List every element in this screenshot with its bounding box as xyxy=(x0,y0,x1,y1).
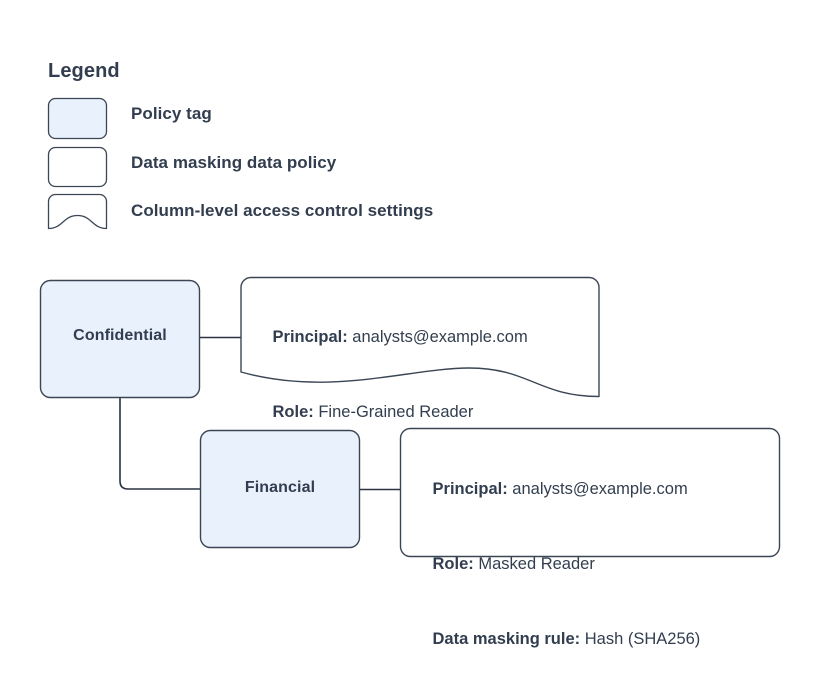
callout-row-value: analysts@example.com xyxy=(347,328,528,346)
shape-layer xyxy=(39,97,781,558)
legend-swatch-column-access-settings xyxy=(47,193,108,230)
callout-row-key: Role: xyxy=(272,403,314,421)
callout-confidential-body: Principal: analysts@example.com Role: Fi… xyxy=(245,300,595,450)
callout-confidential-shape xyxy=(240,276,600,398)
callout-row: Role: Fine-Grained Reader xyxy=(245,375,595,450)
legend-swatch-policy-tag xyxy=(47,97,108,140)
callout-row-key: Principal: xyxy=(272,328,348,346)
callout-row-key: Role: xyxy=(432,555,474,573)
connector-confidential-to-financial xyxy=(119,398,200,490)
node-label-confidential: Confidential xyxy=(73,327,167,344)
callout-row-value: Hash (SHA256) xyxy=(580,630,701,648)
callout-row-key: Principal: xyxy=(432,480,508,498)
callout-row-value: analysts@example.com xyxy=(507,480,688,498)
callout-row-value: Fine-Grained Reader xyxy=(313,403,474,421)
node-confidential[interactable] xyxy=(39,279,201,399)
legend-swatch-data-masking-policy xyxy=(47,146,108,188)
callout-row: Principal: analysts@example.com xyxy=(245,300,595,375)
diagram-canvas: Legend Policy tag Data masking data poli… xyxy=(39,60,781,648)
legend-item-label-data-masking-policy: Data masking data policy xyxy=(131,153,337,172)
legend-item-label-column-access-settings: Column-level access control settings xyxy=(131,201,434,220)
node-financial[interactable] xyxy=(199,429,361,549)
callout-financial-shape xyxy=(399,427,781,558)
callout-row: Role: Masked Reader xyxy=(405,527,775,602)
legend-title: Legend xyxy=(48,60,120,82)
callout-row: Principal: analysts@example.com xyxy=(405,452,775,527)
legend-item-label-policy-tag: Policy tag xyxy=(131,104,212,123)
callout-row-value: Masked Reader xyxy=(473,555,595,573)
callout-row-key: Data masking rule: xyxy=(432,630,581,648)
callout-row: Data masking rule: Hash (SHA256) xyxy=(405,602,775,677)
node-label-financial: Financial xyxy=(244,479,316,496)
callout-financial-body: Principal: analysts@example.com Role: Ma… xyxy=(405,452,775,677)
